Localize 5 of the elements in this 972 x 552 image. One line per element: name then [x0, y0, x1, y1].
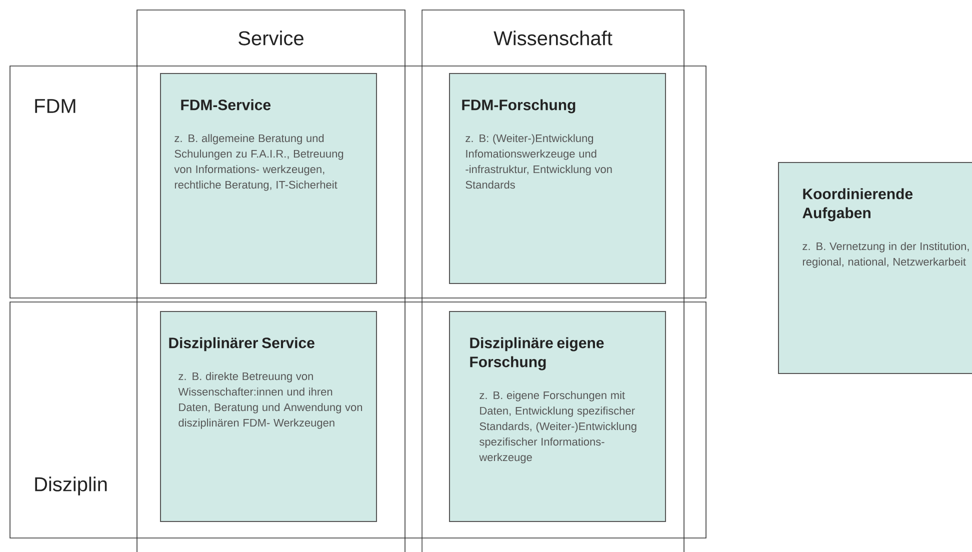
- card: Disziplinärer Service z. B. direkte Betreuung von Wissenschafter:innen und ihren Daten, Beratung und Anwendung von disziplinären FDM- Werkzeugen: [160, 311, 377, 522]
- card: Koordinierende Aufgaben z. B. Vernetzung in der Institution, regional, national, Netzwerkarbeit: [778, 162, 972, 374]
- card: FDM-Forschung z. B: (Weiter-)Entwicklung Infomationswerkzeuge und -infrastruktur, Entwicklung von Standards: [449, 73, 666, 284]
- card: FDM-Service z. B. allgemeine Beratung und Schulungen zu F.A.I.R., Betreuung von Informations- werkzeugen, rechtliche Beratung, IT-Sicherheit: [160, 73, 377, 284]
- card: Disziplinäre eigene Forschung z. B. eigene Forschungen mit Daten, Entwicklung spezifischer Standards, (Weiter-)Entwicklung spezifischer Informations- werkzeuge: [449, 311, 666, 522]
